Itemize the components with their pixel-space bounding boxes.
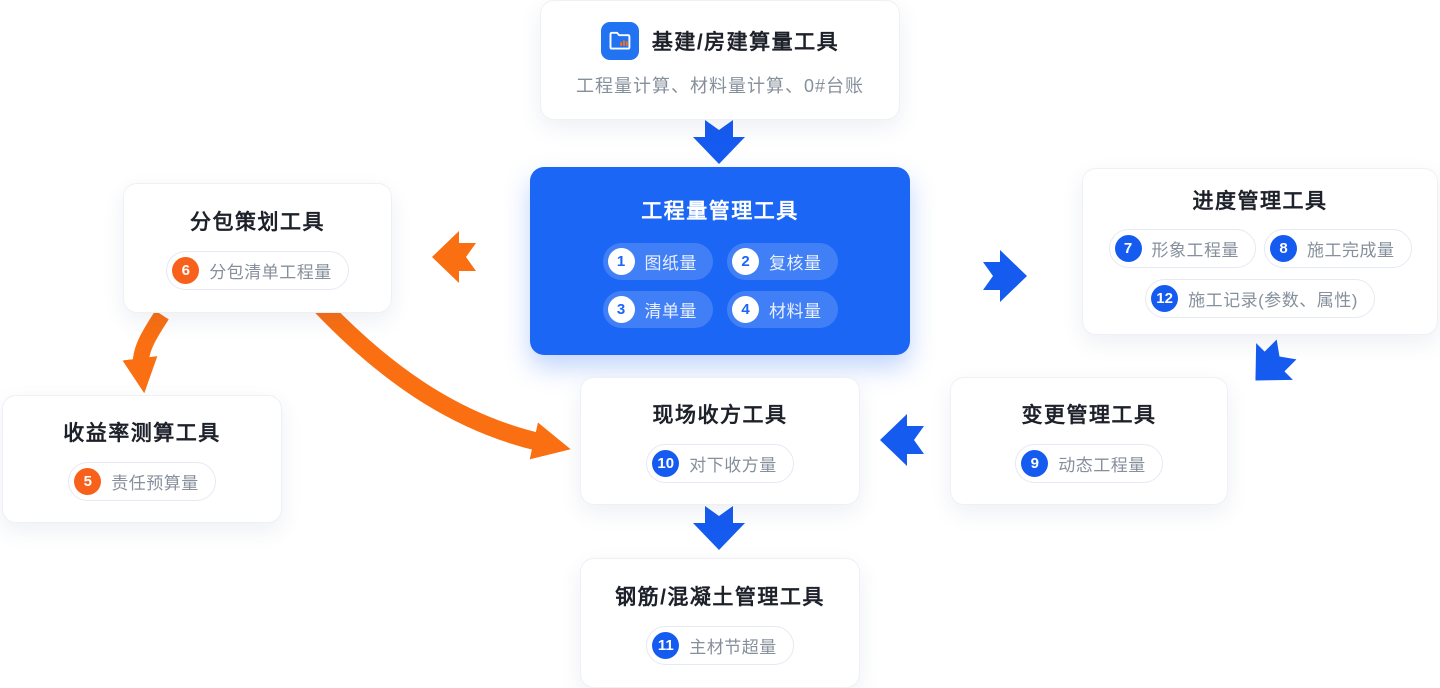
step-badge: 1 bbox=[607, 247, 635, 275]
node-change-management: 变更管理工具 9 动态工程量 bbox=[950, 377, 1228, 505]
node-title: 现场收方工具 bbox=[652, 404, 788, 427]
pill-recheck-quantity: 2 复核量 bbox=[727, 242, 838, 280]
folder-chart-icon bbox=[600, 22, 639, 60]
pill-downward-survey-quantity: 10 对下收方量 bbox=[646, 444, 794, 483]
node-profit-estimation: 收益率测算工具 5 责任预算量 bbox=[2, 395, 282, 523]
arrow-down-icon bbox=[693, 120, 745, 164]
pill-visual-progress-quantity: 7 形象工程量 bbox=[1108, 229, 1256, 268]
step-badge: 11 bbox=[652, 632, 680, 659]
node-title: 工程量管理工具 bbox=[641, 199, 799, 223]
step-badge: 6 bbox=[172, 257, 200, 284]
arrow-down-icon bbox=[693, 506, 745, 550]
node-quantity-management: 工程量管理工具 1 图纸量 2 复核量 3 清单量 4 材料量 bbox=[530, 167, 910, 355]
node-progress-management: 进度管理工具 7 形象工程量 8 施工完成量 12 施工记录(参数、属性) bbox=[1082, 168, 1438, 335]
pill-list-quantity: 3 清单量 bbox=[602, 290, 713, 328]
pill-construction-completed-quantity: 8 施工完成量 bbox=[1264, 229, 1412, 268]
step-badge: 10 bbox=[652, 450, 680, 477]
pill-material-quantity: 4 材料量 bbox=[727, 290, 838, 328]
arrow-right-icon bbox=[983, 250, 1027, 302]
node-title: 分包策划工具 bbox=[190, 211, 325, 234]
pill-subcontract-list-quantity: 6 分包清单工程量 bbox=[166, 251, 349, 290]
pill-dynamic-quantity: 9 动态工程量 bbox=[1015, 444, 1163, 483]
node-title: 变更管理工具 bbox=[1021, 404, 1157, 427]
node-title: 收益率测算工具 bbox=[63, 422, 221, 445]
step-badge: 2 bbox=[732, 247, 759, 275]
arrow-left-icon bbox=[432, 231, 476, 283]
arrow-left-icon bbox=[880, 414, 924, 466]
step-badge: 9 bbox=[1021, 450, 1049, 477]
step-badge: 4 bbox=[732, 295, 759, 323]
node-subcontract-planning: 分包策划工具 6 分包清单工程量 bbox=[123, 183, 392, 313]
curved-arrow-down-icon bbox=[122, 310, 169, 394]
pill-main-material-saving-overrun: 11 主材节超量 bbox=[646, 626, 794, 665]
node-base-construction-calc: 基建/房建算量工具 工程量计算、材料量计算、0#台账 bbox=[540, 0, 900, 120]
curved-arrow-right-icon bbox=[315, 300, 571, 460]
pill-responsibility-budget-quantity: 5 责任预算量 bbox=[68, 462, 216, 501]
node-rebar-concrete-management: 钢筋/混凝土管理工具 11 主材节超量 bbox=[580, 558, 860, 688]
pill-drawing-quantity: 1 图纸量 bbox=[602, 242, 713, 280]
node-subtitle: 工程量计算、材料量计算、0#台账 bbox=[575, 76, 865, 96]
step-badge: 7 bbox=[1114, 235, 1142, 262]
step-badge: 12 bbox=[1151, 285, 1179, 312]
node-site-survey: 现场收方工具 10 对下收方量 bbox=[580, 377, 860, 505]
arrow-down-left-icon bbox=[1255, 339, 1297, 381]
node-title: 钢筋/混凝土管理工具 bbox=[615, 586, 825, 609]
node-title: 进度管理工具 bbox=[1192, 190, 1328, 213]
node-title: 基建/房建算量工具 bbox=[651, 31, 840, 54]
step-badge: 5 bbox=[74, 468, 102, 495]
step-badge: 8 bbox=[1270, 235, 1297, 262]
step-badge: 3 bbox=[607, 295, 635, 323]
pill-construction-record: 12 施工记录(参数、属性) bbox=[1145, 279, 1375, 318]
